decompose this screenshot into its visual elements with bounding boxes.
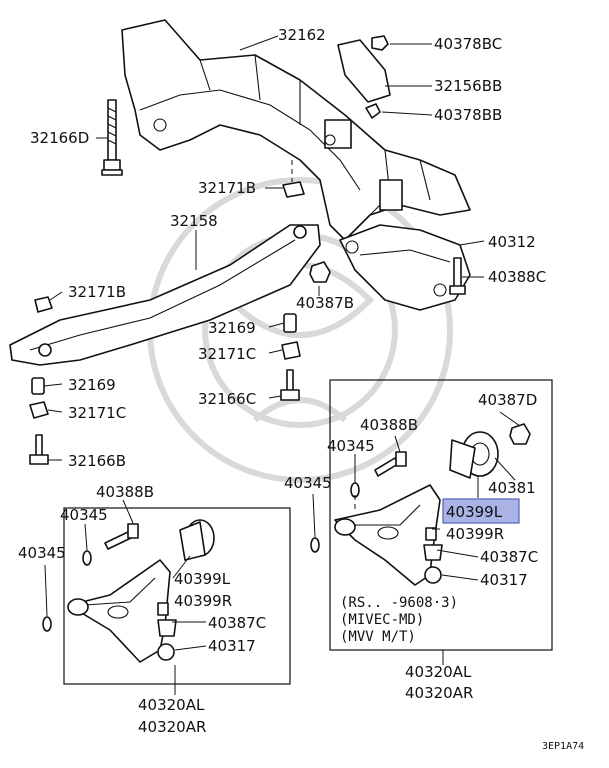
label-40320AR-right: 40320AR <box>405 684 473 702</box>
label-40387C-right: 40387C <box>480 548 538 566</box>
nut-40387D <box>509 423 531 445</box>
note-line-1: (RS.. -9608·3) <box>340 595 458 611</box>
washer-40345-right-a <box>350 482 360 498</box>
washer-40345-right-b <box>310 537 320 553</box>
part-labels: 32162 40378BC 32156BB 40378BB 32166D 321… <box>18 26 546 736</box>
nut-40387B <box>309 261 331 283</box>
crossmember-32162 <box>121 19 471 241</box>
label-32166C: 32166C <box>198 390 256 408</box>
label-40345-right-a: 40345 <box>327 437 375 455</box>
bolt-32166D <box>101 99 123 176</box>
bolt-32166C-mid <box>280 369 300 401</box>
bolt-40388B-left <box>104 523 139 550</box>
washer-40345-left-b <box>42 616 52 632</box>
bracket-40312 <box>339 224 471 311</box>
label-40399L-right: 40399L <box>446 503 503 521</box>
label-32156BB: 32156BB <box>434 77 502 95</box>
nut-40378BB <box>365 103 381 119</box>
label-40387B: 40387B <box>296 294 354 312</box>
label-40388C: 40388C <box>488 268 546 286</box>
label-40399R-left: 40399R <box>174 592 232 610</box>
washer-40345-left-a <box>82 550 92 566</box>
bolt-32166B-left <box>29 434 49 465</box>
label-32171B-left: 32171B <box>68 283 126 301</box>
highlight-40399L <box>442 498 520 524</box>
label-40320AR-left: 40320AR <box>138 718 206 736</box>
label-40399R-right: 40399R <box>446 525 504 543</box>
inset-box-right <box>329 379 553 651</box>
label-40378BB: 40378BB <box>434 106 502 124</box>
nut-32171C-left <box>29 401 49 419</box>
diagram-code: 3EP1A74 <box>542 741 584 752</box>
lower-arm-right <box>334 484 441 586</box>
label-32166B: 32166B <box>68 452 126 470</box>
label-40345-left-a: 40345 <box>60 506 108 524</box>
label-40317-left: 40317 <box>208 637 256 655</box>
label-32171C-left: 32171C <box>68 404 126 422</box>
ball-joint-40317-right <box>423 544 443 584</box>
label-40320AL-right: 40320AL <box>405 663 472 681</box>
label-32169-left: 32169 <box>68 376 116 394</box>
bushing-40399L-right <box>449 439 476 479</box>
label-40387D: 40387D <box>478 391 537 409</box>
label-40399L-left: 40399L <box>174 570 231 588</box>
label-40345-left-b: 40345 <box>18 544 66 562</box>
lower-arm-left <box>67 559 171 663</box>
ball-joint-40317-left <box>157 619 177 661</box>
leader-lines <box>43 35 521 695</box>
label-32171B-top: 32171B <box>198 179 256 197</box>
label-40388B-right: 40388B <box>360 416 418 434</box>
label-32169-mid: 32169 <box>208 319 256 337</box>
nut-32171B-left <box>34 296 53 313</box>
clip-40378BC <box>371 35 389 51</box>
label-40320AL-left: 40320AL <box>138 696 205 714</box>
spacer-32169-mid <box>283 313 297 333</box>
label-32171C-mid: 32171C <box>198 345 256 363</box>
nut-32171B-top <box>282 181 305 198</box>
nut-32171C-mid <box>281 341 301 360</box>
label-40312: 40312 <box>488 233 536 251</box>
inset-box-left <box>63 507 291 685</box>
crossmember-bar-32158 <box>9 224 321 366</box>
bolt-40388B-right <box>374 451 407 477</box>
bushing-40399L-left <box>179 519 215 561</box>
label-32158: 32158 <box>170 212 218 230</box>
bracket-32156BB <box>337 39 391 103</box>
label-32162: 32162 <box>278 26 326 44</box>
label-32166D: 32166D <box>30 129 89 147</box>
applicability-note: (RS.. -9608·3) (MIVEC-MD) (MVV M/T) <box>340 595 458 645</box>
label-40317-right: 40317 <box>480 571 528 589</box>
label-40387C-left: 40387C <box>208 614 266 632</box>
note-line-2: (MIVEC-MD) <box>340 612 424 628</box>
label-40378BC: 40378BC <box>434 35 502 53</box>
label-40388B-left: 40388B <box>96 483 154 501</box>
note-line-3: (MVV M/T) <box>340 629 416 645</box>
spacer-32169-left <box>31 377 45 395</box>
label-40345-right-b: 40345 <box>284 474 332 492</box>
label-40381: 40381 <box>488 479 536 497</box>
bolt-40388C <box>449 257 466 295</box>
